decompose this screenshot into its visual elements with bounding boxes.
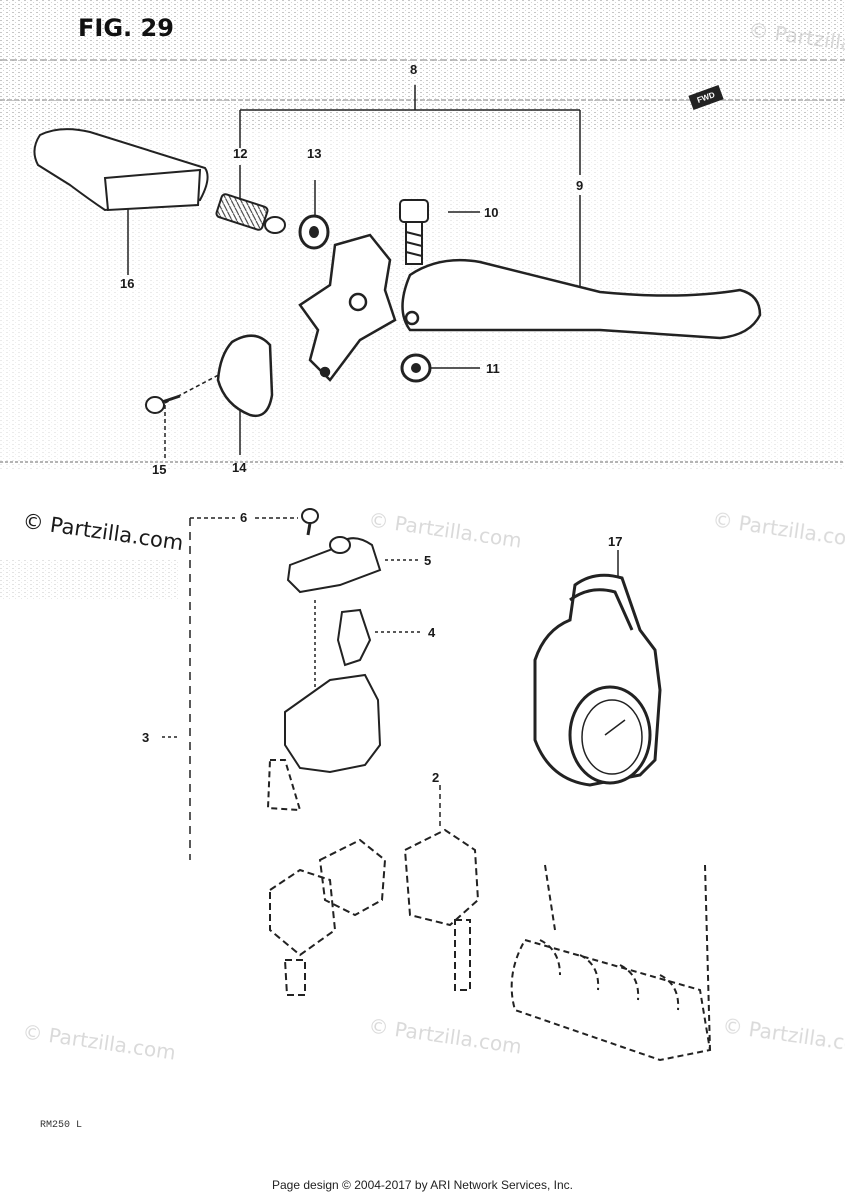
callout-5: 5 [424, 553, 432, 568]
callout-17: 17 [608, 534, 623, 549]
cable-adjuster-part-12 [215, 193, 286, 234]
page-footer-copyright: Page design © 2004-2017 by ARI Network S… [271, 1178, 573, 1192]
callout-4: 4 [428, 625, 436, 640]
lower-bracket-lines [162, 517, 619, 860]
throttle-housing-part-17 [533, 573, 662, 787]
switch-screw-part-6 [301, 508, 319, 536]
callout-9: 9 [576, 178, 584, 193]
locknut-part-13 [298, 214, 330, 250]
callout-15: 15 [152, 462, 167, 477]
lever-holder [298, 233, 397, 382]
switch-cover-part-5 [286, 536, 382, 594]
switch-case [266, 673, 382, 812]
page-reference-code: RM250 L [40, 1120, 83, 1131]
dashed-switch-components [269, 828, 480, 996]
callout-6: 6 [240, 510, 248, 525]
callout-11: 11 [486, 361, 500, 376]
callout-13: 13 [307, 146, 322, 161]
holder-clamp-part-14 [216, 334, 274, 418]
clutch-lever-part-9 [401, 258, 762, 340]
pivot-bolt-part-10 [399, 199, 429, 265]
figure-title: FIG. 29 [78, 14, 174, 42]
callout-10: 10 [484, 205, 499, 220]
callout-8: 8 [410, 62, 418, 77]
diagram-drawing [0, 0, 845, 1062]
callout-14: 14 [232, 460, 247, 475]
handlebar-grip [510, 864, 712, 1062]
callout-16: 16 [120, 276, 135, 291]
callout-3: 3 [142, 730, 150, 745]
lever-cover-part-16 [33, 128, 209, 212]
switch-contact-part-4 [336, 608, 372, 667]
clamp-screw-part-15 [145, 394, 181, 414]
parts-diagram: FIG. 29 FWD 8 12 13 9 10 16 11 15 14 6 5… [0, 0, 845, 1131]
lever-nut-part-11 [400, 353, 432, 383]
callout-2: 2 [432, 770, 440, 785]
callout-12: 12 [233, 146, 248, 161]
